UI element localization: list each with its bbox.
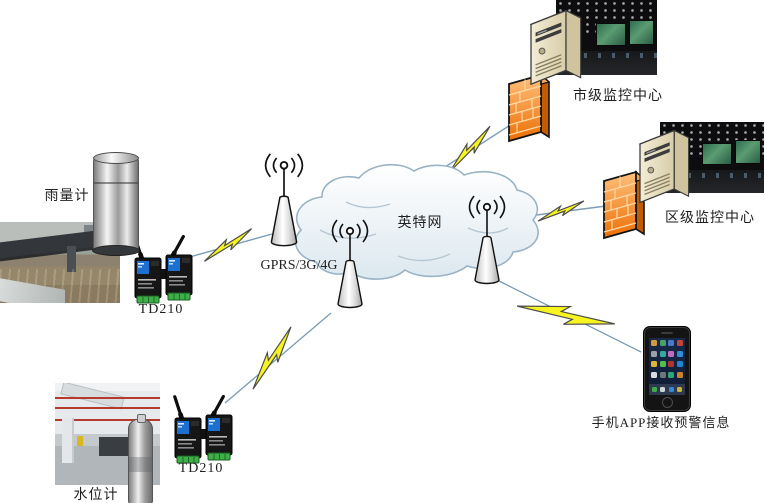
red-pipe: [55, 407, 160, 410]
garage-column: [62, 417, 74, 463]
lightning-icon: [238, 326, 306, 390]
red-pipe: [55, 418, 160, 421]
wall-screen: [734, 140, 761, 165]
smartphone-icon: [643, 326, 691, 412]
sensor-band: [129, 457, 152, 473]
antenna-icon-gprs: [264, 152, 304, 247]
app-icon-grid: [651, 340, 683, 380]
lightning-icon: [516, 280, 616, 350]
rain-gauge-rim: [93, 152, 139, 164]
td210-modem-icon-top: [132, 234, 193, 304]
lightning-icon: [536, 200, 586, 222]
yellow-sign: [77, 436, 84, 447]
label-internet: 英特网: [397, 216, 443, 231]
label-phone-app: 手机APP接收预警信息: [591, 415, 731, 430]
rain-gauge-device: [92, 152, 140, 256]
phone-earpiece: [661, 332, 673, 334]
server-tower-icon-city: [530, 9, 582, 85]
label-gprs: GPRS/3G/4G: [260, 258, 338, 273]
label-district-monitor-center: 区级监控中心: [665, 211, 755, 226]
sensor-cap: [137, 414, 146, 423]
label-rain-gauge: 雨量计: [44, 189, 90, 204]
water-level-sensor-device: [128, 414, 153, 503]
phone-home-button: [662, 397, 673, 408]
link-antenna-phone: [498, 280, 642, 353]
lightning-icon: [440, 125, 500, 173]
phone-screen: [649, 338, 685, 395]
firewall-icon-city: [508, 74, 550, 142]
label-td210-top: TD210: [138, 302, 184, 317]
rain-gauge-ring: [94, 182, 138, 185]
rain-gauge-base: [92, 245, 140, 256]
link-td210top-antenna: [185, 228, 273, 262]
link-td210bottom-antenna: [224, 312, 332, 404]
td210-modem-icon-bottom: [172, 394, 233, 464]
label-water-level-gauge: 水位计: [73, 488, 119, 503]
lightning-icon: [198, 228, 258, 262]
wall-screen: [701, 143, 732, 166]
label-city-monitor-center: 市级监控中心: [573, 89, 663, 104]
red-pipe: [55, 397, 160, 400]
wall-screen: [628, 19, 654, 45]
label-td210-bottom: TD210: [178, 461, 224, 476]
phone-dock: [649, 384, 685, 395]
internet-cloud-shape: [294, 163, 539, 280]
wall-screen: [596, 22, 626, 46]
firewall-icon-district: [603, 171, 645, 239]
server-tower-icon-district: [639, 129, 690, 204]
overpass-pillar: [67, 246, 76, 273]
